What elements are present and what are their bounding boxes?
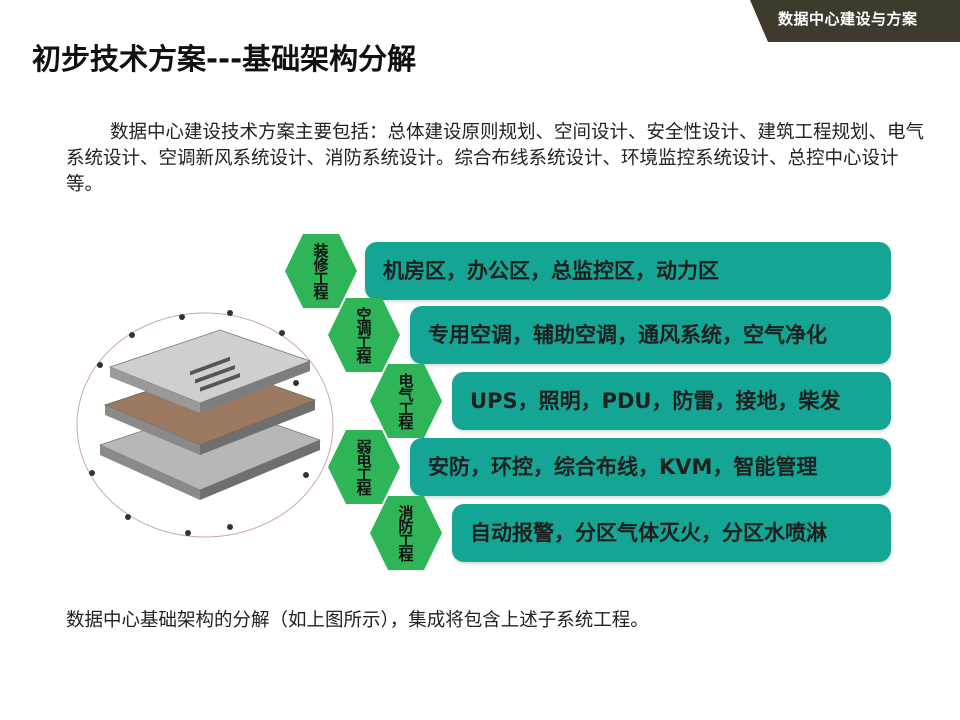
intro-paragraph: 数据中心建设技术方案主要包括：总体建设原则规划、空间设计、安全性设计、建筑工程规… [66, 122, 925, 195]
row-content: 机房区，办公区，总监控区，动力区 [383, 259, 719, 283]
row-tag: 弱电工程 [354, 439, 373, 495]
row-content-bar: UPS，照明，PDU，防雷，接地，柴发 [452, 372, 891, 430]
row-tag: 消防工程 [396, 505, 415, 561]
row-content: UPS，照明，PDU，防雷，接地，柴发 [470, 389, 841, 413]
page-title: 初步技术方案---基础架构分解 [32, 42, 417, 76]
row-tag: 电气工程 [396, 373, 415, 429]
row-tag: 装修工程 [311, 243, 330, 299]
row-content: 安防，环控，综合布线，KVM，智能管理 [428, 455, 818, 479]
row-tag-hexagon: 弱电工程 [328, 430, 400, 504]
footer-text: 数据中心基础架构的分解（如上图所示），集成将包含上述子系统工程。 [66, 610, 649, 631]
row-content-bar: 专用空调，辅助空调，通风系统，空气净化 [410, 306, 891, 364]
row-tag: 空调工程 [354, 307, 373, 363]
row-content: 专用空调，辅助空调，通风系统，空气净化 [428, 323, 827, 347]
row-tag-hexagon: 消防工程 [370, 496, 442, 570]
row-content: 自动报警，分区气体灭火，分区水喷淋 [470, 521, 827, 545]
row-content-bar: 安防，环控，综合布线，KVM，智能管理 [410, 438, 891, 496]
row-tag-hexagon: 空调工程 [328, 298, 400, 372]
corner-label: 数据中心建设与方案 [778, 10, 918, 28]
corner-tab: 数据中心建设与方案 [750, 0, 960, 42]
row-content-bar: 自动报警，分区气体灭火，分区水喷淋 [452, 504, 891, 562]
row-tag-hexagon: 电气工程 [370, 364, 442, 438]
datacenter-isometric-illustration [76, 310, 334, 538]
row-content-bar: 机房区，办公区，总监控区，动力区 [365, 242, 891, 300]
